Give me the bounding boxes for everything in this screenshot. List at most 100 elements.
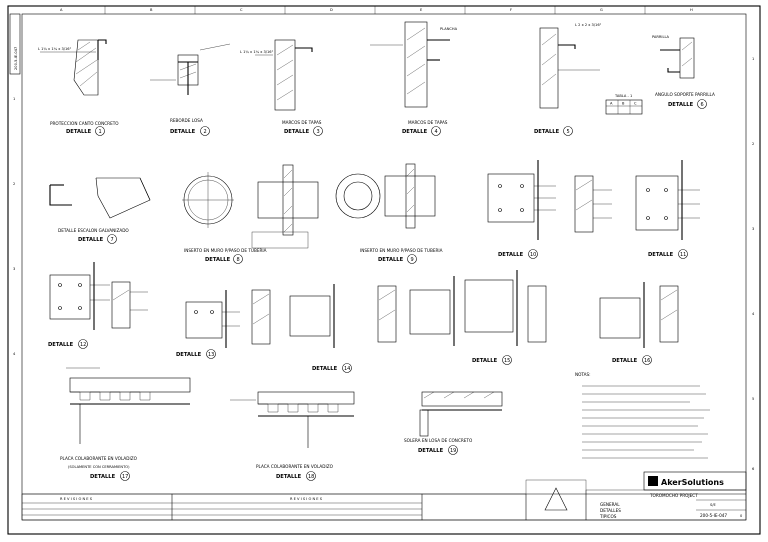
detail-16-word: DETALLE: [612, 358, 638, 364]
detail-5-bubble: [563, 126, 573, 136]
detail-11-bubble: [678, 249, 688, 259]
detail-2-bubble: [200, 126, 210, 136]
detail-17-num: 17: [122, 474, 128, 480]
detail-10-word: DETALLE: [498, 252, 524, 258]
revision-table-left: R E V I S I O N E S: [21, 493, 173, 521]
detail-8-drawing: [182, 164, 319, 249]
detail-18-bubble: [306, 471, 316, 481]
detail-13-drawing: [185, 290, 240, 348]
detail-13-word: DETALLE: [176, 352, 202, 358]
table-1-col-c: C: [634, 102, 637, 106]
detail-12-word: DETALLE: [48, 342, 74, 348]
title-line-3: TIPICOS: [599, 514, 617, 519]
detail-10-bubble: [528, 249, 538, 259]
detail-2-num: 2: [204, 129, 207, 135]
detail-12b-drawing: [111, 281, 148, 329]
table-1-title: TABLA - 1: [614, 94, 632, 98]
detail-8-word: DETALLE: [205, 257, 231, 263]
detail-17-caption: PLACA COLABORANTE EN VOLADIZO: [60, 456, 138, 461]
sheet-number: 200-5-IE-047: [700, 513, 727, 518]
detail-5-note: L 2 x 2 x 3/16": [575, 23, 602, 27]
detail-13-bubble: [206, 349, 216, 359]
detail-18-word: DETALLE: [276, 474, 302, 480]
grid-row-6: 6: [752, 467, 755, 471]
detail-10-drawing: [487, 160, 556, 240]
detail-3-bubble: [313, 126, 323, 136]
grid-row-1: 1: [752, 57, 754, 61]
detail-1-word: DETALLE: [66, 129, 92, 135]
detail-1-caption: PROTECCION CANTO CONCRETO: [50, 121, 119, 126]
detail-1-note: L 1¼ x 1¼ x 3/16": [38, 47, 72, 51]
detail-6-num: 6: [701, 102, 704, 108]
detail-15-num: 15: [504, 358, 510, 364]
detail-6-drawing: PARRILLA: [652, 35, 695, 79]
grid-columns-top: A B C D E F G H: [60, 8, 693, 12]
detail-10b-drawing: [574, 175, 612, 233]
detail-18-drawing: [230, 391, 355, 448]
sheet-id-box: [9, 13, 21, 75]
detail-18-num: 18: [308, 474, 314, 480]
detail-18-caption: PLACA COLABORANTE EN VOLADIZO: [256, 464, 334, 469]
revision-header-1: R E V I S I O N E S: [60, 497, 93, 501]
detail-2-drawing: [150, 43, 231, 95]
detail-4-drawing: PLANCHA: [370, 21, 458, 108]
detail-3-caption: MARCOS DE TAPAS: [282, 120, 322, 125]
detail-5-num: 5: [567, 129, 570, 135]
table-1-col-a: A: [610, 102, 613, 106]
detail-11-word: DETALLE: [648, 252, 674, 258]
detail-5-drawing: L 2 x 2 x 3/16": [539, 23, 602, 109]
detail-8-caption: INSERTO EN MURO P/PASO DE TUBERIA: [184, 248, 267, 253]
detail-12-num: 12: [80, 342, 86, 348]
table-1-col-b: B: [622, 102, 625, 106]
detail-16-drawing: [527, 282, 679, 348]
detail-4-caption: MARCOS DE TAPAS: [408, 120, 448, 125]
grid-row-2: 2: [752, 142, 754, 146]
detail-5-word: DETALLE: [534, 129, 560, 135]
company-name: AkerSolutions: [661, 478, 724, 487]
detail-9-drawing: [335, 163, 436, 229]
grid-col-g: G: [600, 8, 603, 12]
notes-block: NOTAS:: [575, 372, 710, 459]
detail-19-num: 19: [450, 448, 456, 454]
detail-13-num: 13: [208, 352, 214, 358]
detail-6-bubble: [697, 99, 707, 109]
detail-7-num: 7: [111, 237, 114, 243]
detail-19-drawing: [419, 391, 503, 437]
table-1: TABLA - 1 A B C: [605, 94, 643, 115]
approvals-block: [421, 493, 527, 521]
detail-13b-drawing: [251, 284, 335, 348]
grid-col-f: F: [510, 8, 512, 12]
detail-14-word: DETALLE: [312, 366, 338, 372]
detail-6-note: PARRILLA: [652, 35, 670, 39]
detail-9-num: 9: [411, 257, 414, 263]
detail-3-drawing: L 1¼ x 1¼ x 3/16": [240, 39, 313, 111]
detail-9-caption: INSERTO EN MURO P/PASO DE TUBERIA: [360, 248, 443, 253]
detail-12-bubble: [78, 339, 88, 349]
detail-1-bubble: [95, 126, 105, 136]
grid-row-2-left: 2: [13, 182, 15, 186]
detail-15-word: DETALLE: [472, 358, 498, 364]
detail-7-caption: DETALLE ESCALON GALVANIZADO: [58, 228, 129, 233]
detail-3-num: 3: [317, 129, 320, 135]
grid-row-3-left: 3: [13, 267, 15, 271]
grid-col-e: E: [420, 8, 423, 12]
detail-1-drawing: L 1¼ x 1¼ x 3/16": [38, 39, 107, 96]
client-logo: [525, 479, 587, 521]
grid-col-d: D: [330, 8, 333, 12]
detail-15-bubble: [502, 355, 512, 365]
detail-7-bubble: [107, 234, 117, 244]
detail-4-bubble: [431, 126, 441, 136]
project-name: TOROMOCHO PROJECT: [649, 493, 698, 498]
detail-2-word: DETALLE: [170, 129, 196, 135]
detail-3-word: DETALLE: [284, 129, 310, 135]
detail-6-caption: ANGULO SOPORTE PARRILLA: [655, 92, 715, 97]
scale: S/E: [710, 503, 716, 507]
title-line-2: DETALLES: [600, 508, 621, 513]
detail-7-drawing: [49, 177, 151, 219]
grid-rows-right: 1 2 3 4 5 6 1 2 3 4: [13, 57, 755, 471]
detail-12-drawing: [49, 262, 110, 330]
grid-row-4: 4: [752, 312, 755, 316]
title-block: [585, 489, 747, 521]
detail-15-drawing: [377, 270, 518, 346]
